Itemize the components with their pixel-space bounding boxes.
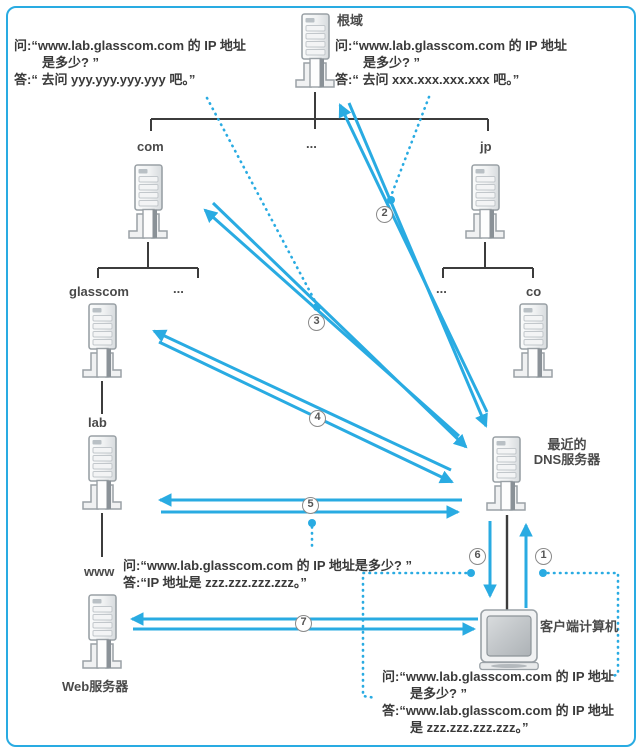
- co-label: co: [526, 284, 542, 299]
- dashed-connector-step3: [205, 96, 318, 305]
- qa-block-root-left: 问:“www.lab.glasscom.com 的 IP 地址 是多少? ” 答…: [14, 37, 246, 88]
- qa-line: 是多少? ”: [363, 55, 421, 70]
- connector-dot: [313, 303, 321, 311]
- connector-dots: [308, 196, 547, 577]
- qa-line: 问:“www.lab.glasscom.com 的 IP 地址: [382, 669, 614, 684]
- connector-dot: [467, 569, 475, 577]
- arrow-response-from-com: [211, 201, 468, 449]
- qa-line: 是多少? ”: [42, 55, 100, 70]
- step-4-badge: 4: [309, 410, 326, 427]
- domain-tree-lines: [97, 92, 534, 611]
- dns-server-label-line2: DNS服务器: [533, 452, 601, 467]
- qa-block-root-right: 问:“www.lab.glasscom.com 的 IP 地址 是多少? ” 答…: [335, 37, 567, 88]
- com-label: com: [137, 139, 164, 154]
- step-7-badge: 7: [295, 615, 312, 632]
- client-computer-icon: [479, 609, 539, 671]
- qa-line: 答:“IP 地址是 zzz.zzz.zzz.zzz。”: [123, 575, 307, 590]
- qa-line: 问:“www.lab.glasscom.com 的 IP 地址是多少? ”: [123, 558, 412, 573]
- qa-block-middle: 问:“www.lab.glasscom.com 的 IP 地址是多少? ” 答:…: [123, 557, 412, 591]
- step-2-badge: 2: [376, 206, 393, 223]
- dns-server-label-line1: 最近的: [547, 437, 587, 452]
- lab-server-icon: [82, 435, 122, 510]
- step-1-badge: 1: [535, 548, 552, 565]
- arrow-query-to-glasscom: [152, 329, 452, 472]
- qa-line: 问:“www.lab.glasscom.com 的 IP 地址: [14, 38, 246, 53]
- connector-dot: [387, 196, 395, 204]
- web-server-label: Web服务器: [62, 679, 129, 694]
- step-3-badge: 3: [308, 314, 325, 331]
- jp-subtree-ellipsis-label: ...: [436, 281, 447, 296]
- qa-line: 是多少? ”: [410, 686, 468, 701]
- dashed-connector-step1: [546, 571, 620, 679]
- qa-line: 问:“www.lab.glasscom.com 的 IP 地址: [335, 38, 567, 53]
- step-5-badge: 5: [302, 497, 319, 514]
- jp-server-icon: [465, 164, 505, 239]
- step-6-badge: 6: [469, 548, 486, 565]
- qa-line: 答:“ 去问 yyy.yyy.yyy.yyy 吧。”: [14, 72, 196, 87]
- com-server-icon: [128, 164, 168, 239]
- glasscom-label: glasscom: [69, 284, 129, 299]
- qa-block-client: 问:“www.lab.glasscom.com 的 IP 地址 是多少? ” 答…: [382, 668, 614, 736]
- diagram-border: [6, 6, 636, 747]
- qa-line: 是 zzz.zzz.zzz.zzz。”: [410, 720, 529, 735]
- dns-server-icon: [486, 436, 526, 511]
- qa-line: 答:“ 去问 xxx.xxx.xxx.xxx 吧。”: [335, 72, 520, 87]
- connector-dot: [308, 519, 316, 527]
- co-server-icon: [513, 303, 553, 378]
- root-server-icon: [295, 13, 335, 88]
- qa-line: 答:“www.lab.glasscom.com 的 IP 地址: [382, 703, 614, 718]
- client-computer-label: 客户端计算机: [540, 619, 619, 634]
- tld-ellipsis-label: ...: [306, 136, 317, 151]
- www-label: www: [84, 564, 115, 579]
- jp-label: jp: [480, 139, 492, 154]
- root-domain-label: 根域: [337, 13, 364, 28]
- dashed-connector-step2: [389, 95, 431, 198]
- com-subtree-ellipsis-label: ...: [173, 281, 184, 296]
- query-response-arrows: [129, 102, 533, 636]
- connector-dot: [539, 569, 547, 577]
- arrow-response-from-root: [347, 102, 488, 428]
- glasscom-server-icon: [82, 303, 122, 378]
- arrow-response-from-glasscom: [158, 340, 454, 484]
- dns-server-label: 最近的 DNS服务器: [528, 437, 606, 467]
- lab-label: lab: [88, 415, 107, 430]
- web-server-icon: [82, 594, 122, 669]
- dashed-connectors: [205, 95, 620, 700]
